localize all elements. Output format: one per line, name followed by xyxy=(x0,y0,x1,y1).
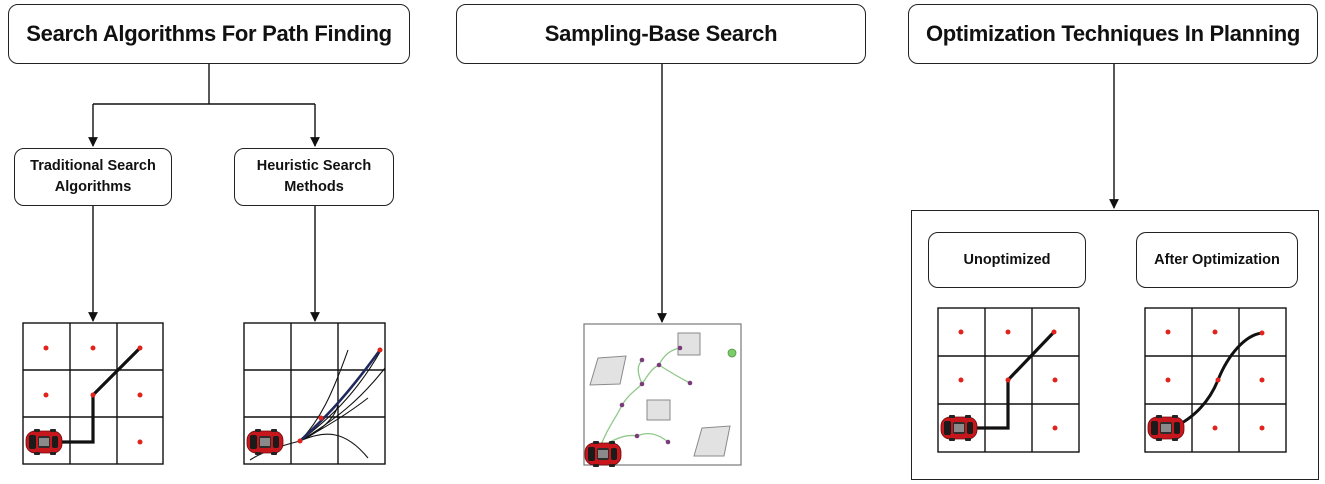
sampling-car xyxy=(584,440,622,468)
heuristic-path-nodes xyxy=(297,347,383,444)
heuristic-search-label: Heuristic Search Methods xyxy=(256,158,372,195)
sampling-search-title-box: Sampling-Base Search xyxy=(456,4,866,64)
unoptimized-box: Unoptimized xyxy=(928,232,1086,288)
heuristic-car xyxy=(246,428,284,456)
heuristic-grid xyxy=(243,322,386,465)
search-algorithms-title-box: Search Algorithms For Path Finding xyxy=(8,4,410,64)
goal-node xyxy=(727,348,737,358)
unoptimized-car xyxy=(940,414,978,442)
optimized-car xyxy=(1147,414,1185,442)
sampling-tree-nodes xyxy=(619,345,693,445)
optimized-path-nodes xyxy=(1215,330,1265,383)
heuristic-search-box: Heuristic Search Methods xyxy=(234,148,394,206)
optimization-title-box: Optimization Techniques In Planning xyxy=(908,4,1318,64)
after-optimization-box: After Optimization xyxy=(1136,232,1298,288)
optimization-title: Optimization Techniques In Planning xyxy=(925,21,1301,46)
unoptimized-grid-nodes xyxy=(958,329,1058,431)
sampling-obstacles xyxy=(589,332,731,457)
unoptimized-path xyxy=(968,330,1056,430)
traditional-path xyxy=(55,346,142,444)
unoptimized-path-nodes xyxy=(1005,329,1057,383)
after-optimization-label: After Optimization xyxy=(1154,251,1280,268)
sampling-search-title: Sampling-Base Search xyxy=(544,21,778,46)
traditional-grid-nodes xyxy=(43,345,143,445)
unoptimized-grid xyxy=(937,307,1080,453)
search-connectors xyxy=(88,64,320,322)
optimized-grid-nodes xyxy=(1165,329,1265,431)
heuristic-path xyxy=(299,349,382,442)
unoptimized-label: Unoptimized xyxy=(963,251,1051,268)
traditional-car xyxy=(25,428,63,456)
traditional-search-label: Traditional Search Algorithms xyxy=(30,158,156,195)
search-algorithms-title: Search Algorithms For Path Finding xyxy=(26,21,392,46)
optimized-grid xyxy=(1144,307,1287,453)
traditional-search-box: Traditional Search Algorithms xyxy=(14,148,172,206)
traditional-path-nodes xyxy=(90,345,143,398)
